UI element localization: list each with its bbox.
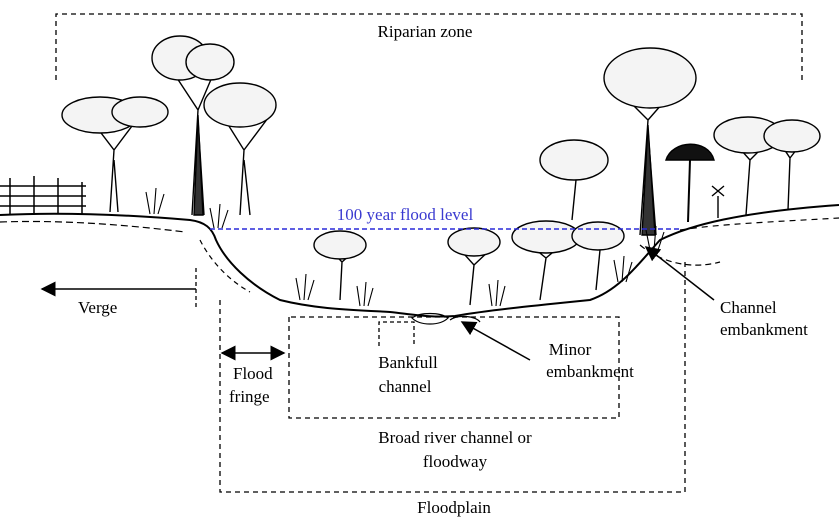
floodplain-label: Floodplain (417, 498, 491, 518)
channel-embankment-label-line1: Channel (720, 298, 777, 318)
riparian-zone-label: Riparian zone (378, 22, 473, 42)
bankfull-label-line2: channel (379, 377, 432, 397)
broad-channel-label-line1: Broad river channel or (378, 428, 531, 448)
broad-channel-label-line2: floodway (423, 452, 487, 472)
minor-embankment-arrow (462, 322, 530, 360)
bankfull-channel-bracket (379, 322, 414, 346)
flood-level-label: 100 year flood level (337, 205, 473, 225)
flood-fringe-label-line1: Flood (233, 364, 273, 384)
bankfull-label-line1: Bankfull (378, 353, 438, 373)
channel-embankment-label-line2: embankment (720, 320, 808, 340)
fence (0, 176, 86, 215)
verge-label: Verge (78, 298, 117, 318)
channel-embankment-arrow (646, 247, 714, 300)
minor-embankment-label-line1: Minor (549, 340, 592, 360)
flood-fringe-label-line2: fringe (229, 387, 270, 407)
minor-embankment-label-line2: embankment (546, 362, 634, 382)
